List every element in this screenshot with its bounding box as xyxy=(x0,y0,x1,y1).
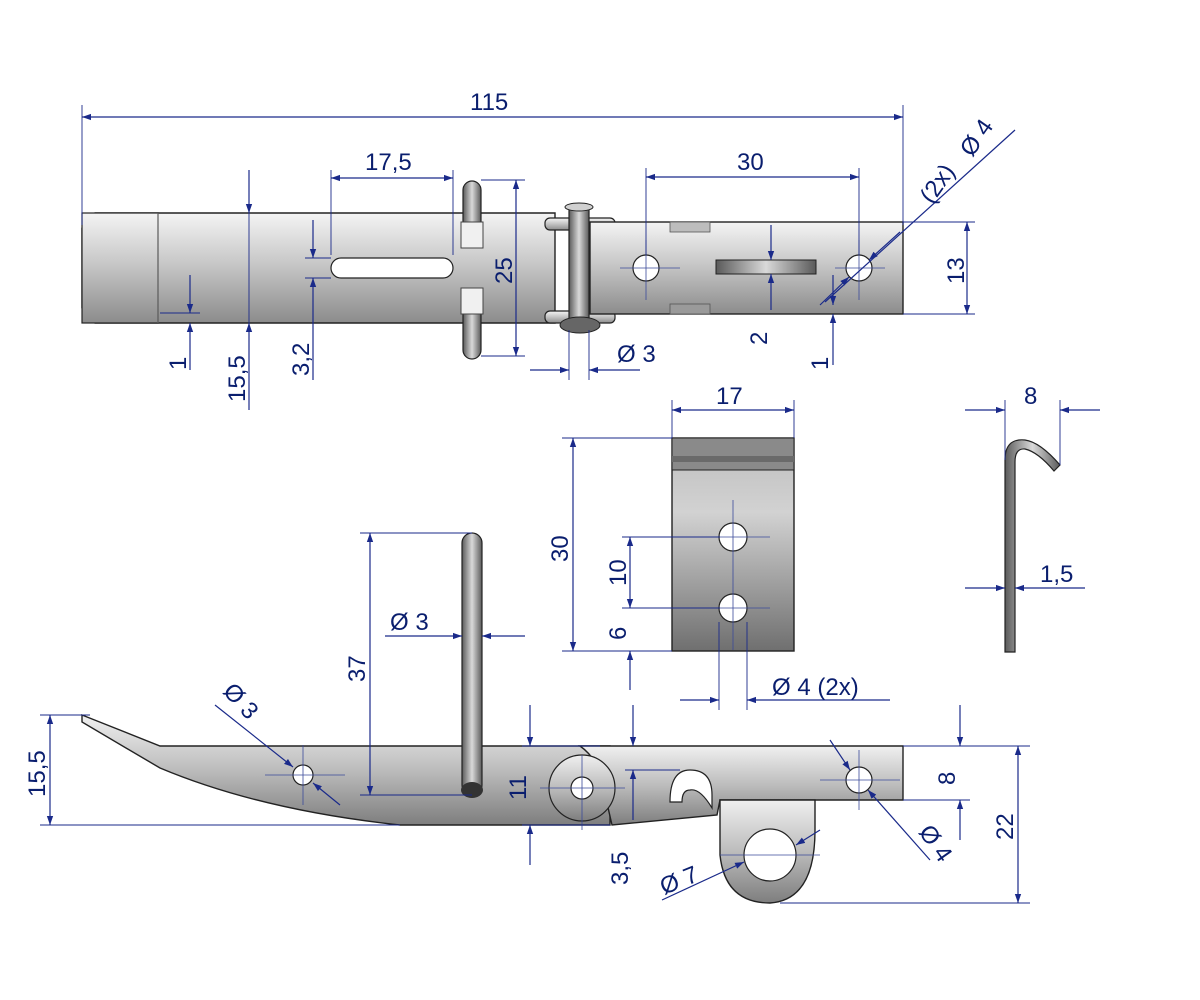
side-lever xyxy=(81,713,611,826)
keeper-view xyxy=(562,400,890,710)
dim-15-5-side: 15,5 xyxy=(24,750,51,797)
top-slot xyxy=(330,257,454,279)
dim-1-5: 1,5 xyxy=(1040,561,1073,588)
dim-dia-3-pin: Ø 3 xyxy=(617,341,656,368)
dim-30-top: 30 xyxy=(737,149,764,176)
dim-3-2: 3,2 xyxy=(288,343,315,376)
top-view-dimensions xyxy=(81,105,1016,410)
dim-37: 37 xyxy=(344,655,371,682)
side-view-dimensions xyxy=(40,532,1030,904)
dim-115: 115 xyxy=(470,89,508,116)
dim-15-5-top: 15,5 xyxy=(224,355,251,402)
hook-wire xyxy=(1004,439,1061,653)
top-view xyxy=(81,180,904,360)
dim-17: 17 xyxy=(716,383,743,410)
dim-dia-3-hole: Ø 3 xyxy=(218,678,264,725)
dim-30-keeper: 30 xyxy=(547,535,574,562)
top-bail-lower xyxy=(462,299,482,360)
dim-8-hook: 8 xyxy=(1024,383,1037,410)
dim-1-left: 1 xyxy=(165,357,192,370)
dim-2x-note: (2x) xyxy=(915,159,961,208)
dim-dia-7: Ø 7 xyxy=(656,861,702,901)
dim-25: 25 xyxy=(491,257,518,284)
dim-keeper-holes: Ø 4 (2x) xyxy=(772,674,859,701)
dim-3-5: 3,5 xyxy=(607,852,634,885)
dim-22: 22 xyxy=(992,813,1019,840)
dim-2: 2 xyxy=(746,332,773,345)
dim-10: 10 xyxy=(605,559,632,586)
dim-13: 13 xyxy=(943,257,970,284)
side-view xyxy=(81,532,904,904)
dim-17-5: 17,5 xyxy=(365,149,412,176)
dim-dia-4-side: Ø 4 xyxy=(913,820,957,867)
side-bail xyxy=(461,532,483,796)
dim-dia-3-bail: Ø 3 xyxy=(390,609,429,636)
dim-8-side: 8 xyxy=(934,772,961,785)
dim-1-right: 1 xyxy=(807,357,834,370)
top-pin xyxy=(568,206,590,328)
dim-dia-4-top: Ø 4 xyxy=(955,114,999,161)
top-left-tab xyxy=(81,212,159,324)
dim-11: 11 xyxy=(505,775,532,800)
hook-view xyxy=(965,400,1100,653)
dim-6: 6 xyxy=(605,627,632,640)
top-slot-small xyxy=(715,259,817,275)
